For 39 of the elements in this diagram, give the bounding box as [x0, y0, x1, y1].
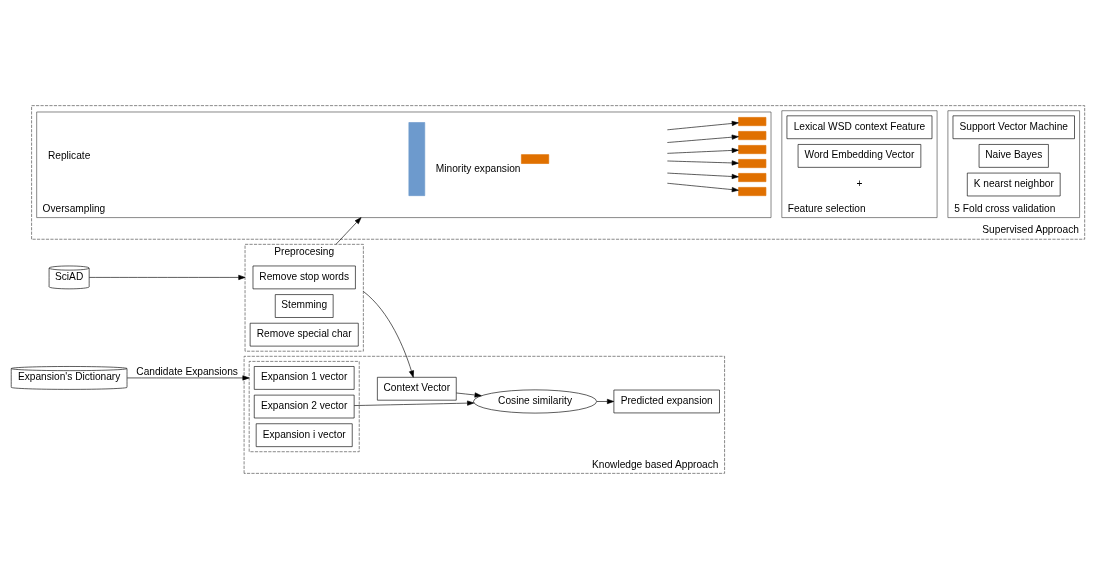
- node-box: Predicted expansion: [613, 389, 720, 414]
- node-box: Expansion 1 vector: [253, 366, 355, 390]
- node-box: Remove stop words: [252, 265, 356, 290]
- arrow: [667, 172, 739, 180]
- edge-label: Candidate Expansions: [136, 365, 238, 377]
- node-bar: [738, 145, 767, 154]
- node-box: K nearst neighbor: [966, 172, 1061, 197]
- arrow: [667, 134, 739, 143]
- arrow: [88, 274, 246, 280]
- node-bar: [738, 117, 767, 126]
- node-bar: [738, 173, 767, 182]
- node-box: Lexical WSD context Feature: [786, 115, 933, 140]
- arrow: [667, 182, 739, 193]
- node-bar: [738, 131, 767, 140]
- node-box: Expansion i vector: [255, 423, 353, 447]
- cluster: [248, 361, 360, 453]
- arrow: [667, 120, 739, 131]
- arrow: [335, 217, 362, 245]
- arrow: [596, 398, 614, 404]
- arrow: [363, 291, 414, 378]
- node-bar: [738, 187, 767, 196]
- label: Replicate: [47, 149, 91, 161]
- arrow: [126, 375, 250, 381]
- arrow: [456, 392, 482, 398]
- node-box: Context Vector: [377, 377, 457, 401]
- node-bar: [408, 122, 426, 196]
- label: +: [856, 177, 863, 189]
- node-box: Word Embedding Vector: [797, 144, 922, 168]
- node-bar: [521, 154, 550, 164]
- node-box: Remove special char: [249, 322, 359, 347]
- node-box: Naive Bayes: [978, 144, 1049, 168]
- node-bar: [738, 159, 767, 168]
- node-label: Minority expansion: [435, 162, 521, 174]
- node-box: Expansion 2 vector: [253, 394, 355, 419]
- arrow: [353, 400, 475, 406]
- node-box: Stemming: [274, 294, 334, 318]
- arrow: [667, 160, 739, 166]
- arrow: [667, 147, 739, 154]
- node-box: Support Vector Machine: [952, 115, 1075, 140]
